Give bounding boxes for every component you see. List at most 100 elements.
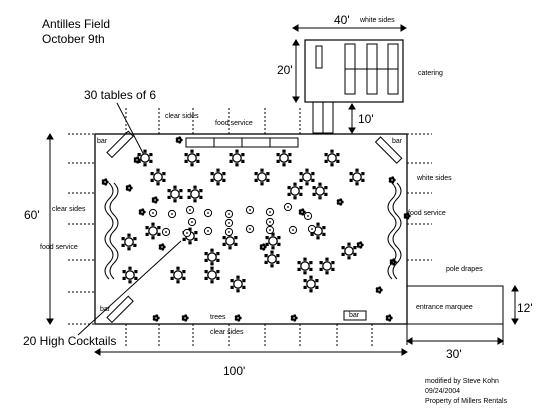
dimension-lines (46, 24, 519, 356)
cocktails-callout-leader (77, 240, 182, 336)
round-table (324, 149, 340, 167)
tree-icon (298, 208, 306, 216)
high-cocktail-table (203, 208, 213, 218)
tree-icon (181, 314, 189, 322)
field-height-dimension: 60' (24, 208, 40, 222)
round-table (254, 168, 270, 186)
credit-author: modified by Steve Kohn (425, 378, 499, 385)
tree-icon (259, 243, 267, 251)
high-cocktail-table (245, 205, 255, 215)
trees-label: trees (210, 314, 226, 321)
high-cocktail-table (265, 217, 275, 227)
round-table (137, 149, 153, 167)
round-table (170, 266, 186, 284)
bar-counter (374, 136, 403, 164)
tent-width-dimension: 40' (334, 13, 350, 27)
round-table (299, 168, 315, 186)
round-table (341, 242, 357, 260)
tree-icon (138, 208, 146, 216)
round-table (122, 266, 138, 284)
round-table (349, 168, 365, 186)
round-table (167, 185, 183, 203)
plan-title: Antilles Field (42, 17, 111, 31)
round-table (229, 149, 245, 167)
marquee-height-dimension: 12' (517, 301, 533, 315)
high-cocktail-table (307, 224, 317, 234)
marquee-width-dimension: 30' (446, 347, 462, 361)
bar-top-left-label: bar (97, 138, 108, 145)
high-cocktail-table (167, 209, 177, 219)
food-service-top-label: food service (215, 120, 253, 127)
bar-top-right-label: bar (392, 138, 403, 145)
tree-icon (151, 196, 159, 204)
bar-counter (106, 130, 134, 159)
high-cocktail-table (187, 217, 197, 227)
high-cocktail-table (303, 211, 313, 221)
food-service-right-label: food service (408, 210, 446, 217)
high-cocktail-table (224, 218, 234, 228)
tree-icon (152, 314, 160, 322)
round-table (184, 149, 200, 167)
round-table (312, 182, 328, 200)
round-table (204, 248, 220, 266)
tree-icon (290, 314, 298, 322)
round-table (319, 257, 335, 275)
tables-callout: 30 tables of 6 (84, 88, 157, 102)
high-cocktail-table (245, 224, 255, 234)
high-cocktail-table (203, 226, 213, 236)
entrance-marquee-label: entrance marquee (416, 304, 473, 311)
food-service-wave (109, 182, 119, 280)
white-sides-top-label: white sides (360, 17, 395, 24)
plan-date: October 9th (42, 32, 105, 46)
clear-sides-top-label: clear sides (165, 113, 199, 120)
tent-gap-dimension: 10' (358, 112, 374, 126)
round-table (187, 185, 203, 203)
bar-counter (106, 295, 134, 324)
high-cocktail-table (265, 225, 275, 235)
food-service-left-label: food service (40, 244, 78, 251)
credit-date: 09/24/2004 (425, 388, 461, 395)
round-table (265, 232, 281, 250)
field-width-dimension: 100' (223, 364, 246, 378)
tree-icon (234, 314, 242, 322)
white-sides-right-label: white sides (417, 175, 452, 182)
cocktails-callout: 20 High Cocktails (23, 334, 117, 348)
round-table (121, 233, 137, 251)
high-cocktail-table (224, 209, 234, 219)
round-table (287, 182, 303, 200)
bar-bottom-left-label: bar (100, 306, 111, 313)
round-table (297, 257, 313, 275)
tree-icon (133, 156, 141, 164)
round-table (145, 222, 161, 240)
bar-counter (343, 310, 367, 321)
round-table (204, 266, 220, 284)
round-table (264, 250, 280, 268)
food-service-wave (104, 182, 114, 280)
credit-owner: Property of Millers Rentals (425, 398, 508, 405)
catering-shelf (315, 45, 323, 69)
tree-icon (375, 286, 383, 294)
high-cocktail-table (185, 205, 195, 215)
tree-icon (125, 184, 133, 192)
field-tent (94, 133, 408, 325)
high-cocktail-table (224, 227, 234, 237)
round-table (303, 275, 319, 293)
high-cocktail-table (283, 202, 293, 212)
tree-icon (389, 258, 397, 266)
high-cocktail-table (148, 208, 158, 218)
catering-tent (304, 39, 404, 103)
tree-icon (403, 212, 411, 220)
sidewall-markers (68, 108, 432, 346)
tree-icon (385, 314, 393, 322)
tree-icon (336, 198, 344, 206)
clear-sides-left-label: clear sides (52, 206, 86, 213)
food-service-wave (392, 182, 402, 280)
high-cocktail-table (265, 207, 275, 217)
round-table (276, 149, 292, 167)
high-cocktail-table (161, 227, 171, 237)
tree-icon (175, 136, 183, 144)
high-cocktail-table (288, 225, 298, 235)
tables-callout-leader (116, 102, 146, 158)
